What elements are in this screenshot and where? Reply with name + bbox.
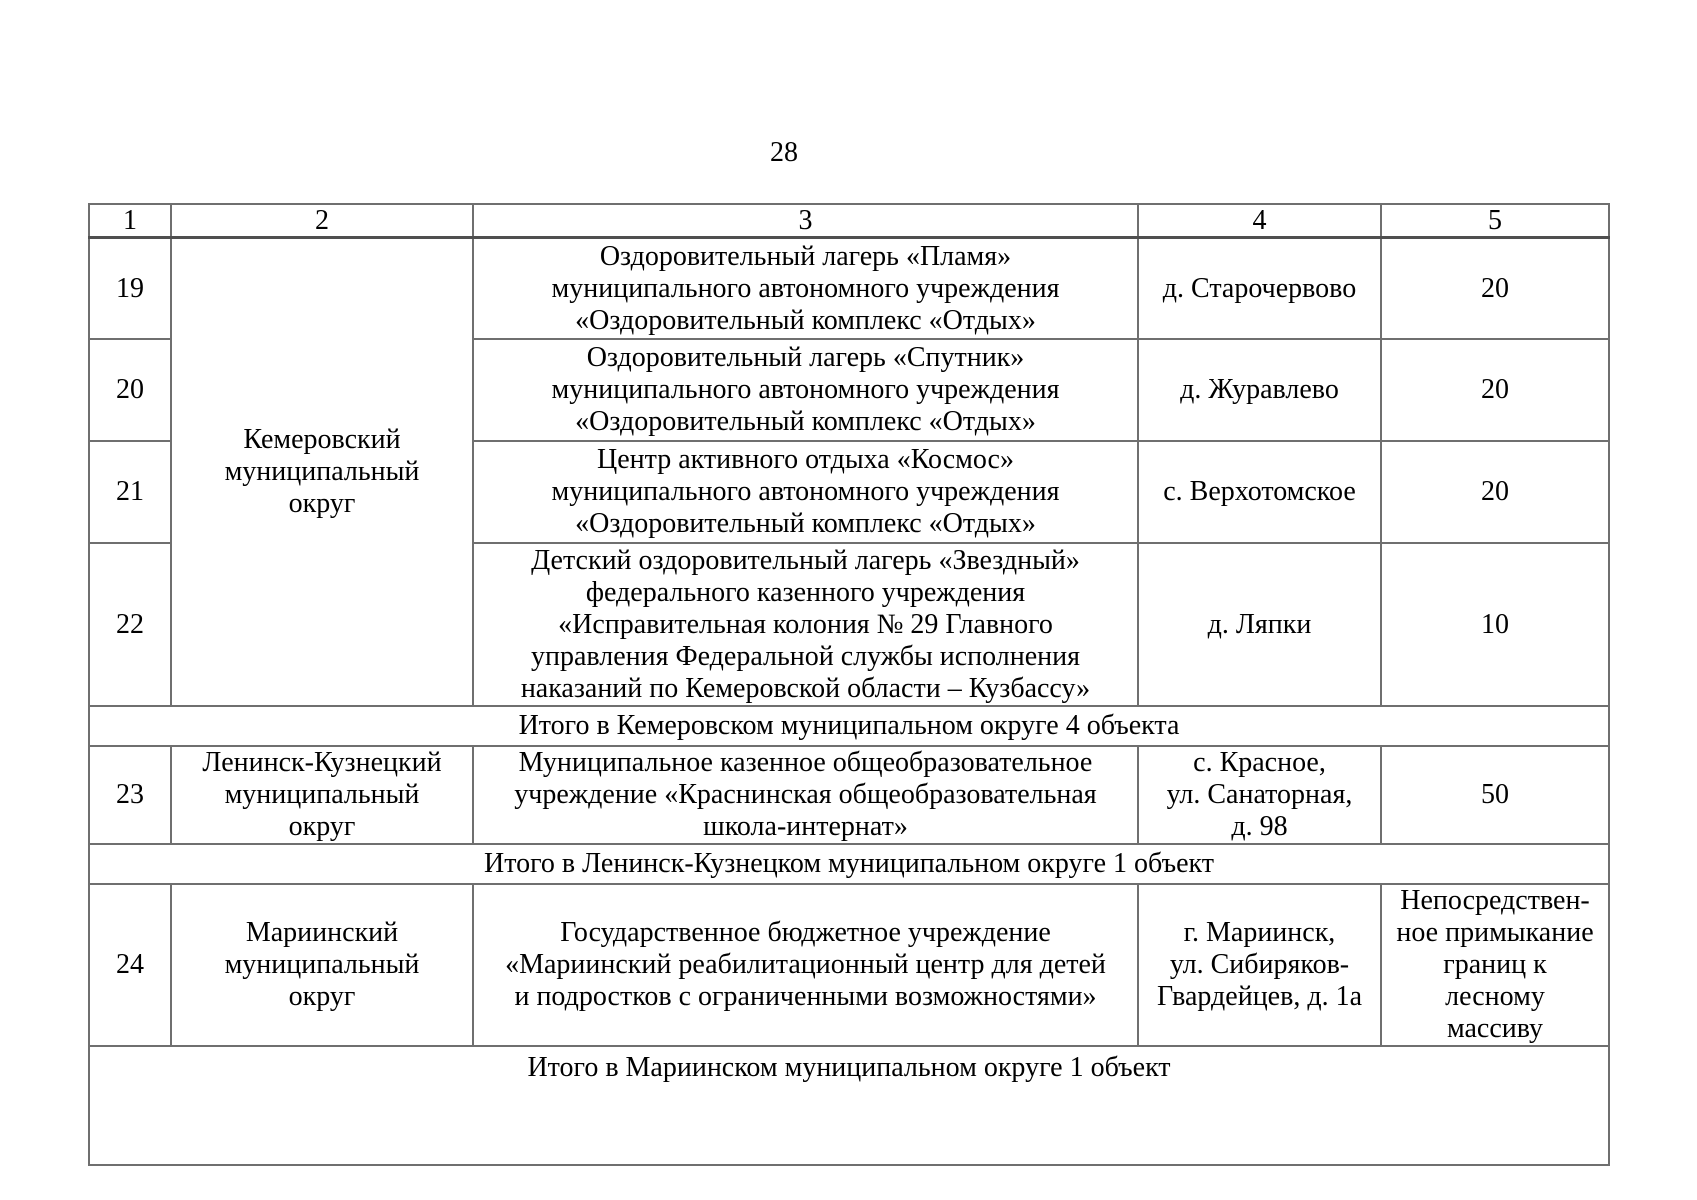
- column-header-1: 1: [88, 203, 172, 239]
- location-cell: г. Мариинск, ул. Сибиряков- Гвардейцев, …: [1137, 883, 1382, 1047]
- location-cell: с. Красное, ул. Санаторная, д. 98: [1137, 745, 1382, 845]
- facility-name-cell: Государственное бюджетное учреждение «Ма…: [472, 883, 1139, 1047]
- facility-name-cell: Центр активного отдыха «Космос» муниципа…: [472, 440, 1139, 544]
- facility-name-cell: Муниципальное казенное общеобразовательн…: [472, 745, 1139, 845]
- column-header-4: 4: [1137, 203, 1382, 239]
- facilities-table: 1 2 3 4 5 19 Кемеровский муниципальный о…: [88, 203, 1610, 1166]
- subtotal-text: Итого в Ленинск-Кузнецком муниципальном …: [88, 843, 1610, 885]
- column-header-5: 5: [1380, 203, 1610, 239]
- table-header-row: 1 2 3 4 5: [88, 203, 1610, 239]
- location-cell: д. Старочервово: [1137, 236, 1382, 340]
- row-number-cell: 19: [88, 236, 172, 340]
- distance-cell: Непосредствен- ное примыкание границ к л…: [1380, 883, 1610, 1047]
- facility-name-cell: Оздоровительный лагерь «Пламя» муниципал…: [472, 236, 1139, 340]
- distance-cell: 50: [1380, 745, 1610, 845]
- table-row: 21 Центр активного отдыха «Космос» муниц…: [88, 440, 1610, 544]
- location-cell: д. Журавлево: [1137, 338, 1382, 442]
- distance-cell: 20: [1380, 440, 1610, 544]
- row-number-cell: 23: [88, 745, 172, 845]
- subtotal-text: Итого в Мариинском муниципальном округе …: [88, 1045, 1610, 1166]
- facility-name-cell: Оздоровительный лагерь «Спутник» муницип…: [472, 338, 1139, 442]
- distance-cell: 10: [1380, 542, 1610, 707]
- table-row: 23 Ленинск-Кузнецкий муниципальный округ…: [88, 745, 1610, 845]
- district-cell-kemerovo: Кемеровский муниципальный округ: [170, 236, 474, 707]
- table-row: 19 Кемеровский муниципальный округ Оздор…: [88, 236, 1610, 707]
- column-header-2: 2: [170, 203, 474, 239]
- row-number-cell: 21: [88, 440, 172, 544]
- distance-cell: 20: [1380, 338, 1610, 442]
- subtotal-row-leninsk: Итого в Ленинск-Кузнецком муниципальном …: [88, 843, 1610, 885]
- district-cell-leninsk: Ленинск-Кузнецкий муниципальный округ: [170, 745, 474, 845]
- table-row: 24 Мариинский муниципальный округ Госуда…: [88, 883, 1610, 1047]
- subtotal-row-kemerovo: Итого в Кемеровском муниципальном округе…: [88, 705, 1610, 747]
- table-row: 20 Оздоровительный лагерь «Спутник» муни…: [88, 338, 1610, 442]
- table-row: 22 Детский оздоровительный лагерь «Звезд…: [88, 542, 1610, 707]
- subtotal-row-mariinsk: Итого в Мариинском муниципальном округе …: [88, 1045, 1610, 1166]
- location-cell: д. Ляпки: [1137, 542, 1382, 707]
- page-number: 28: [770, 137, 798, 168]
- row-number-cell: 22: [88, 542, 172, 707]
- column-header-3: 3: [472, 203, 1139, 239]
- location-cell: с. Верхотомское: [1137, 440, 1382, 544]
- row-number-cell: 24: [88, 883, 172, 1047]
- distance-cell: 20: [1380, 236, 1610, 340]
- subtotal-text: Итого в Кемеровском муниципальном округе…: [88, 705, 1610, 747]
- facility-name-cell: Детский оздоровительный лагерь «Звездный…: [472, 542, 1139, 707]
- district-cell-mariinsk: Мариинский муниципальный округ: [170, 883, 474, 1047]
- row-number-cell: 20: [88, 338, 172, 442]
